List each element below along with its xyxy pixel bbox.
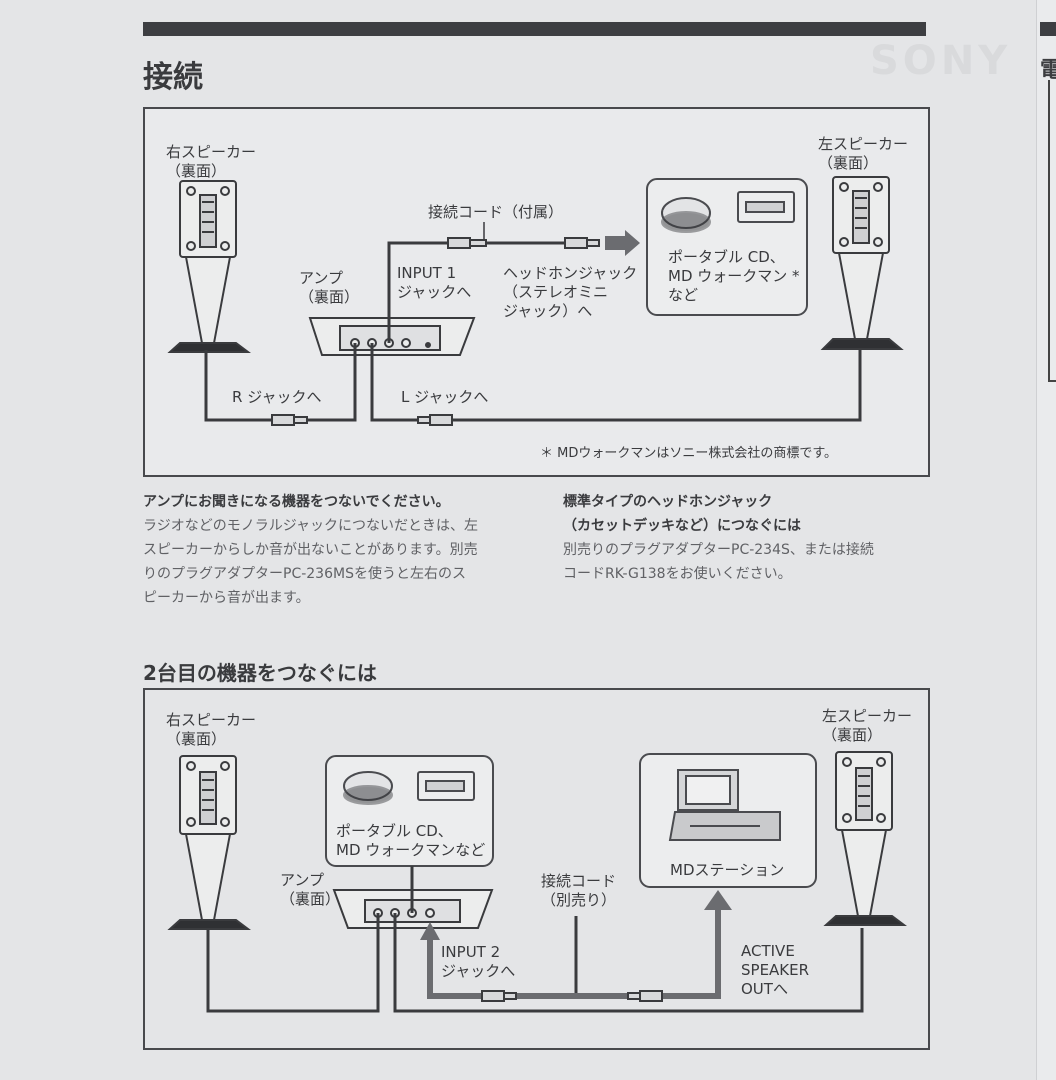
right-speaker2-illustration bbox=[167, 755, 251, 930]
bleed-through-logo: SONY bbox=[870, 38, 1012, 84]
arrow-to-input2 bbox=[420, 922, 440, 940]
d1-headphone-label: ヘッドホンジャック（ステレオミニジャック）へ bbox=[503, 264, 638, 320]
left-speaker2-illustration bbox=[823, 751, 907, 926]
d1-device-label: ポータブル CD、MD ウォークマン *など bbox=[668, 248, 800, 304]
d2-device-label: ポータブル CD、MD ウォークマンなど bbox=[336, 822, 486, 859]
cables-diagram2 bbox=[206, 866, 864, 1013]
d2-cord-label: 接続コード（別売り） bbox=[541, 872, 617, 909]
d1-left-speaker-label: 左スピーカー（裏面） bbox=[818, 135, 909, 172]
arrow-to-md-station bbox=[704, 890, 732, 910]
left-speaker-illustration bbox=[820, 176, 904, 350]
d1-right-speaker-label: 右スピーカー（裏面） bbox=[166, 143, 257, 180]
next-page-header-bar bbox=[1040, 22, 1056, 36]
d2-amp-label: アンプ（裏面） bbox=[280, 871, 341, 908]
next-page-heading-fragment: 電 bbox=[1040, 58, 1056, 83]
plugs-diagram1 bbox=[271, 237, 600, 426]
section-header-bar bbox=[143, 22, 926, 36]
d1-cord-label: 接続コード（付属） bbox=[428, 203, 564, 221]
section-title: 接続 bbox=[143, 60, 203, 95]
subsection-title: 2台目の機器をつなぐには bbox=[143, 661, 377, 685]
d1-r-jack-label: R ジャックへ bbox=[232, 388, 322, 406]
cables-diagram1 bbox=[204, 241, 862, 422]
d2-left-speaker-label: 左スピーカー（裏面） bbox=[822, 707, 913, 744]
device-box bbox=[646, 178, 808, 316]
next-page-box-fragment bbox=[1048, 80, 1056, 382]
device-box2 bbox=[325, 755, 494, 867]
plugs-diagram2 bbox=[481, 990, 663, 1002]
arrow-to-device bbox=[605, 230, 640, 256]
d2-right-speaker-label: 右スピーカー（裏面） bbox=[166, 711, 257, 748]
diagram-second-device-panel bbox=[143, 688, 930, 1050]
right-speaker-illustration bbox=[167, 180, 251, 353]
d2-md-station-label: MDステーション bbox=[670, 861, 785, 879]
d1-amp-label: アンプ（裏面） bbox=[299, 269, 360, 306]
d1-trademark-note: ＊ MDウォークマンはソニー株式会社の商標です。 bbox=[540, 446, 838, 461]
md-station-box bbox=[639, 753, 817, 888]
amp-illustration bbox=[308, 317, 476, 356]
d1-l-jack-label: L ジャックへ bbox=[401, 388, 489, 406]
next-page-edge bbox=[1036, 0, 1056, 1080]
note-right: 標準タイプのヘッドホンジャック （カセットデッキなど）につなぐには 別売りのプラ… bbox=[563, 494, 874, 582]
input2-path bbox=[427, 910, 721, 999]
note-left: アンプにお聞きになる機器をつないでください。 ラジオなどのモノラルジャックにつな… bbox=[143, 494, 479, 606]
